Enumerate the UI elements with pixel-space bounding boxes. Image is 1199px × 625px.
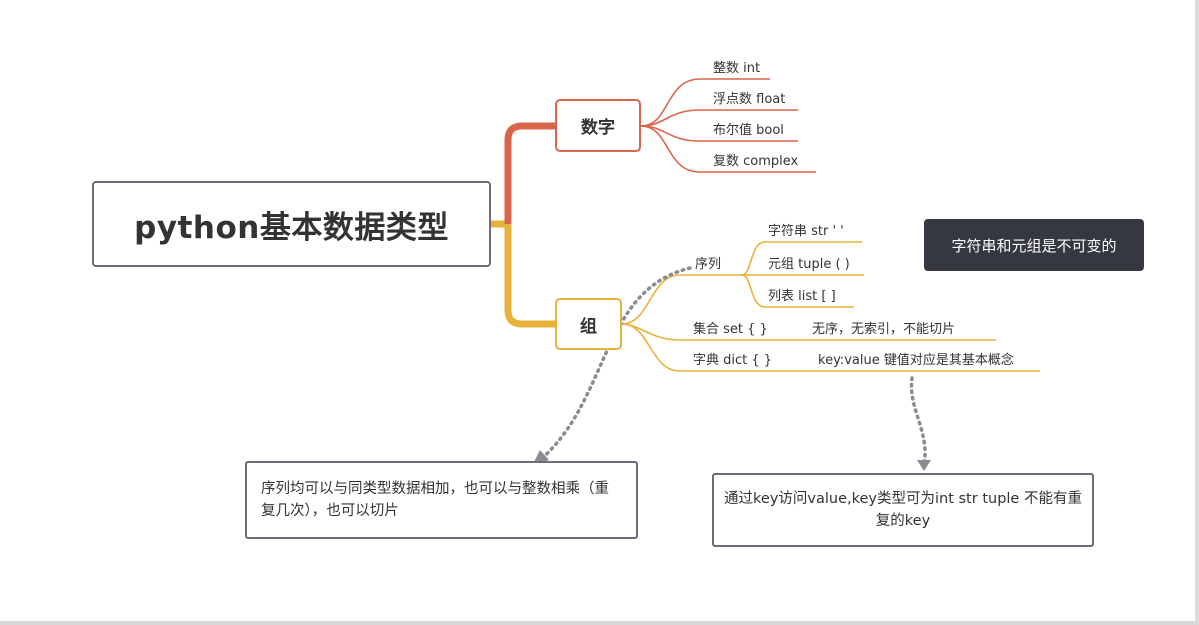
window-edge-bottom xyxy=(0,621,1199,625)
numbers-title: 数字 xyxy=(581,118,615,138)
leaf-line-sequence xyxy=(621,274,742,325)
dict-key-note-text: 通过key访问value,key类型可为int str tuple 不能有重复的… xyxy=(724,491,1082,529)
dotted-link-sequence xyxy=(538,266,692,462)
leaf-bool[interactable]: 布尔值 bool xyxy=(713,123,784,138)
arrowhead-dict xyxy=(917,460,931,471)
dotted-link-dict xyxy=(909,376,927,468)
leaf-line-dict xyxy=(621,323,1040,372)
groups-node[interactable]: 组 xyxy=(555,298,622,350)
sequence-note-box[interactable]: 序列均可以与同类型数据相加，也可以与整数相乘（重复几次），也可以切片 xyxy=(245,461,638,539)
leaf-line-complex xyxy=(640,125,816,173)
leaf-tuple[interactable]: 元组 tuple ( ) xyxy=(768,257,850,272)
immutability-callout[interactable]: 字符串和元组是不可变的 xyxy=(924,219,1144,271)
numbers-node[interactable]: 数字 xyxy=(555,99,641,152)
leaf-line-int xyxy=(640,78,770,127)
leaf-complex[interactable]: 复数 complex xyxy=(713,154,799,169)
leaf-dict[interactable]: 字典 dict { } xyxy=(693,353,773,368)
leaf-list[interactable]: 列表 list [ ] xyxy=(768,289,836,304)
sequence-note-text: 序列均可以与同类型数据相加，也可以与整数相乘（重复几次），也可以切片 xyxy=(261,481,609,519)
numbers-branch-line xyxy=(504,122,555,224)
leaf-line-list xyxy=(741,274,854,308)
groups-title: 组 xyxy=(580,316,597,337)
window-edge-right xyxy=(1195,0,1199,625)
callout-text: 字符串和元组是不可变的 xyxy=(951,236,1117,255)
dict-key-note-box[interactable]: 通过key访问value,key类型可为int str tuple 不能有重复的… xyxy=(712,473,1094,547)
leaf-dict-note[interactable]: key:value 键值对应是其基本概念 xyxy=(818,353,1014,368)
root-title: python基本数据类型 xyxy=(134,209,449,246)
leaf-int[interactable]: 整数 int xyxy=(713,61,761,76)
leaf-line-str xyxy=(741,241,862,276)
leaf-str[interactable]: 字符串 str ' ' xyxy=(768,224,844,239)
leaf-line-float xyxy=(640,109,798,127)
root-node[interactable]: python基本数据类型 xyxy=(92,181,491,267)
leaf-set-note[interactable]: 无序，无索引，不能切片 xyxy=(812,322,956,337)
leaf-sequence[interactable]: 序列 xyxy=(695,257,722,272)
leaf-set[interactable]: 集合 set { } xyxy=(693,322,768,337)
leaf-float[interactable]: 浮点数 float xyxy=(713,92,786,107)
groups-branch-line xyxy=(504,224,555,328)
